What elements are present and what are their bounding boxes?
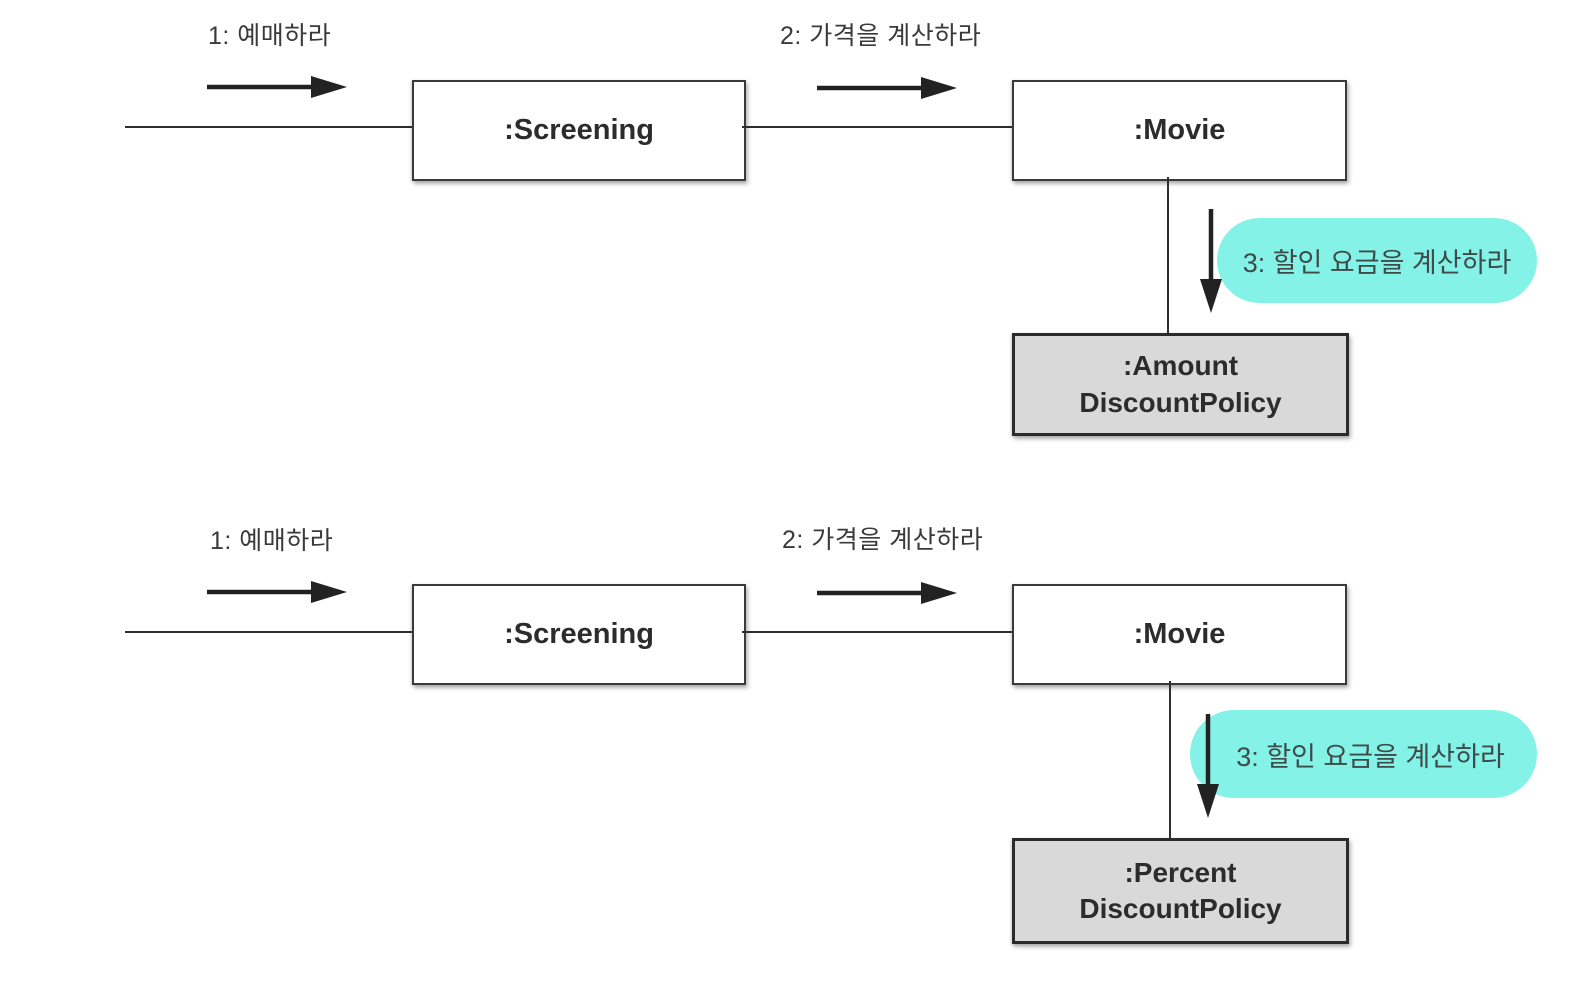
right-arrow-icon xyxy=(207,581,347,603)
amount-discount-policy-box: :Amount DiscountPolicy xyxy=(1012,333,1349,436)
diagram-amount: 1: 예매하라 :Screening 2: 가격을 계산하라 :Movie 3:… xyxy=(0,0,1590,470)
policy-label-line-1: :Amount xyxy=(1122,350,1239,382)
message-3-highlight: 3: 할인 요금을 계산하라 xyxy=(1217,218,1537,303)
screening-object-box: :Screening xyxy=(412,584,746,685)
policy-label-line-2: DiscountPolicy xyxy=(1079,386,1282,418)
message-1-label: 1: 예매하라 xyxy=(208,22,332,50)
message-3-highlight: 3: 할인 요금을 계산하라 xyxy=(1190,710,1537,798)
screening-movie-link xyxy=(742,126,1014,128)
message-3-label: 3: 할인 요금을 계산하라 xyxy=(1242,248,1512,278)
screening-movie-link xyxy=(742,631,1014,633)
movie-object-box: :Movie xyxy=(1012,80,1347,181)
percent-discount-policy-box: :Percent DiscountPolicy xyxy=(1012,838,1349,944)
screening-object-label: :Screening xyxy=(504,618,654,650)
policy-label-line-1: :Percent xyxy=(1124,856,1237,888)
movie-policy-link xyxy=(1169,681,1171,838)
movie-object-label: :Movie xyxy=(1133,618,1226,650)
policy-label-line-2: DiscountPolicy xyxy=(1079,893,1282,924)
movie-policy-link xyxy=(1167,177,1169,335)
message-2-label: 2: 가격을 계산하라 xyxy=(782,526,984,554)
movie-object-label: :Movie xyxy=(1133,114,1226,146)
movie-object-box: :Movie xyxy=(1012,584,1347,685)
screening-object-label: :Screening xyxy=(504,114,654,146)
right-arrow-icon xyxy=(207,76,347,98)
message-3-label: 3: 할인 요금을 계산하라 xyxy=(1236,741,1505,772)
incoming-link-line xyxy=(125,631,414,633)
message-1-label: 1: 예매하라 xyxy=(210,527,334,555)
incoming-link-line xyxy=(125,126,414,128)
down-arrow-icon xyxy=(1200,209,1222,313)
right-arrow-icon xyxy=(817,77,957,99)
right-arrow-icon xyxy=(817,582,957,604)
screening-object-box: :Screening xyxy=(412,80,746,181)
message-2-label: 2: 가격을 계산하라 xyxy=(780,22,982,50)
down-arrow-icon xyxy=(1197,714,1219,818)
